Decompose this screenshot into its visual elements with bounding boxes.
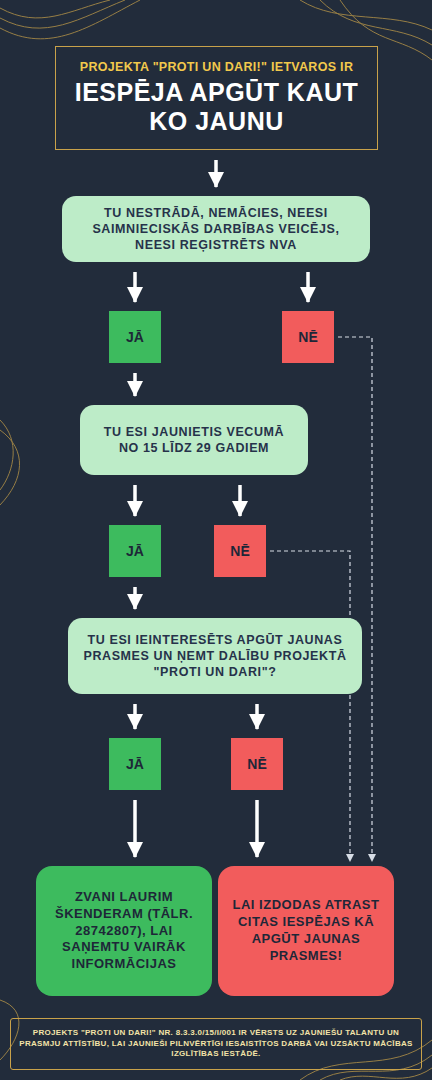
box-text: TU ESI JAUNIETIS VECUMĀ NO 15 LĪDZ 29 GA… [92, 424, 296, 457]
box-text: ZVANI LAURIM ŠKENDERAM (TĀLR. 28742807),… [48, 889, 200, 973]
box-heading: IESPĒJA APGŪT KAUT KO JAUNU [66, 78, 367, 137]
no-box: NĒ [231, 738, 283, 790]
box-text: PROJEKTA "PROTI UN DARI!" IETVAROS IR [80, 60, 353, 74]
box-text: TU ESI IEINTERESĒTS APGŪT JAUNAS PRASMES… [80, 632, 350, 681]
flow-arrow [255, 800, 259, 857]
question-box: TU ESI JAUNIETIS VECUMĀ NO 15 LĪDZ 29 GA… [80, 405, 308, 475]
flow-arrow [133, 485, 137, 516]
box-text: TU NESTRĀDĀ, NEMĀCIES, NEESI SAIMNIECISK… [74, 205, 358, 254]
box-text: NĒ [298, 329, 317, 345]
flow-arrow [255, 704, 259, 729]
flow-arrow [306, 272, 310, 302]
question-box: TU ESI IEINTERESĒTS APGŪT JAUNAS PRASMES… [68, 618, 362, 694]
box-text: NĒ [230, 543, 249, 559]
result-box: ZVANI LAURIM ŠKENDERAM (TĀLR. 28742807),… [36, 866, 212, 996]
box-text: JĀ [126, 329, 144, 345]
dashed-arrow [338, 337, 372, 861]
flow-arrow [133, 704, 137, 729]
no-box: NĒ [282, 311, 334, 363]
question-box: TU NESTRĀDĀ, NEMĀCIES, NEESI SAIMNIECISK… [62, 196, 370, 262]
footer-box: PROJEKTS "PROTI UN DARI!" NR. 8.3.3.0/15… [10, 1018, 422, 1070]
yes-box: JĀ [109, 525, 161, 577]
box-text: LAI IZDODAS ATRAST CITAS IESPĒJAS KĀ APG… [230, 897, 382, 965]
dashed-arrow [270, 551, 350, 861]
result-box: LAI IZDODAS ATRAST CITAS IESPĒJAS KĀ APG… [218, 866, 394, 996]
box-text: NĒ [247, 756, 266, 772]
no-box: NĒ [214, 525, 266, 577]
yes-box: JĀ [109, 738, 161, 790]
flow-arrow [133, 373, 137, 396]
flow-arrow [133, 587, 137, 609]
box-text: PROJEKTS "PROTI UN DARI!" NR. 8.3.3.0/15… [19, 1028, 413, 1060]
flow-arrow [238, 485, 242, 516]
box-text: JĀ [126, 543, 144, 559]
flow-arrow [133, 272, 137, 302]
title-box: PROJEKTA "PROTI UN DARI!" IETVAROS IR IES… [55, 46, 378, 150]
box-text: JĀ [126, 756, 144, 772]
flow-arrow [214, 160, 218, 187]
yes-box: JĀ [109, 311, 161, 363]
flow-arrow [133, 800, 137, 857]
